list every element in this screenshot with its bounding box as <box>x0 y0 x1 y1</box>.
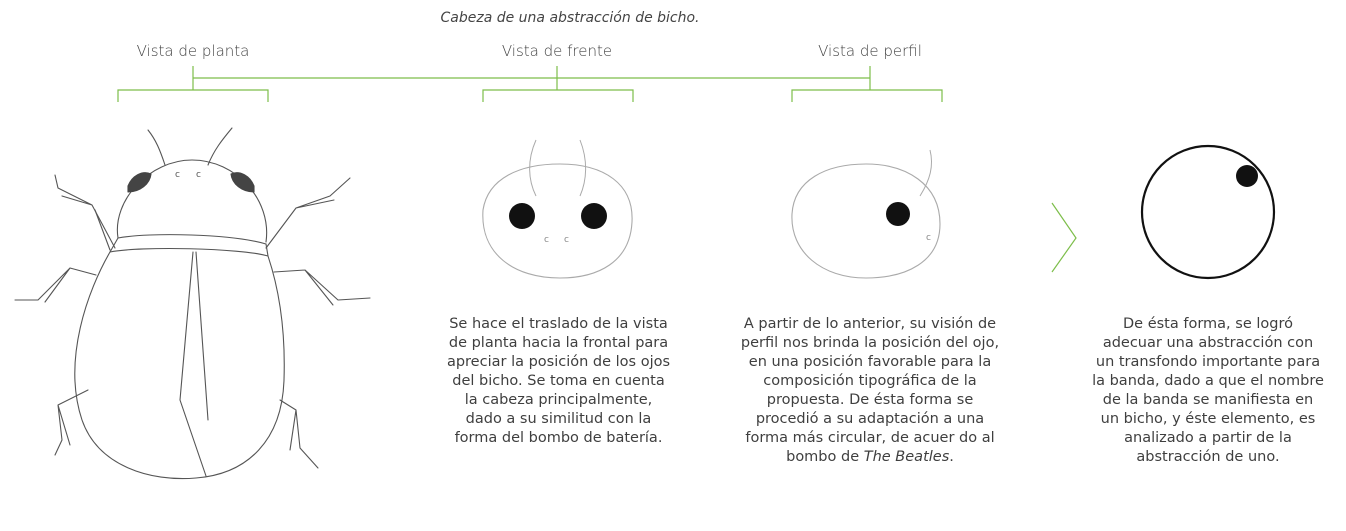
description-profile-end: . <box>949 449 954 465</box>
svg-text:c: c <box>926 233 931 243</box>
bug-top-view-illustration: c c <box>14 127 371 480</box>
description-profile-view: A partir de lo anterior, su visión de pe… <box>740 315 1000 467</box>
final-abstraction-illustration <box>1140 144 1276 280</box>
chevron-right-icon <box>1051 202 1077 273</box>
svg-text:c: c <box>564 235 569 245</box>
bracket-tree <box>117 66 943 102</box>
description-profile-text: A partir de lo anterior, su visión de pe… <box>740 316 1000 465</box>
label-front-view: Vista de frente <box>501 42 613 60</box>
profile-view-illustration: c <box>791 149 941 279</box>
front-view-illustration: c c <box>482 139 633 279</box>
svg-text:c: c <box>544 235 549 245</box>
label-profile-view: Vista de perfil <box>818 42 922 60</box>
svg-text:c: c <box>175 170 180 180</box>
label-top-view: Vista de planta <box>136 42 250 60</box>
diagram-title: Cabeza de una abstracción de bicho. <box>440 10 700 26</box>
description-profile-band: The Beatles <box>863 449 950 465</box>
description-final: De ésta forma, se logró adecuar una abst… <box>1092 316 1324 465</box>
description-front-view: Se hace el traslado de la vista de plant… <box>446 316 671 446</box>
svg-text:c: c <box>196 170 201 180</box>
